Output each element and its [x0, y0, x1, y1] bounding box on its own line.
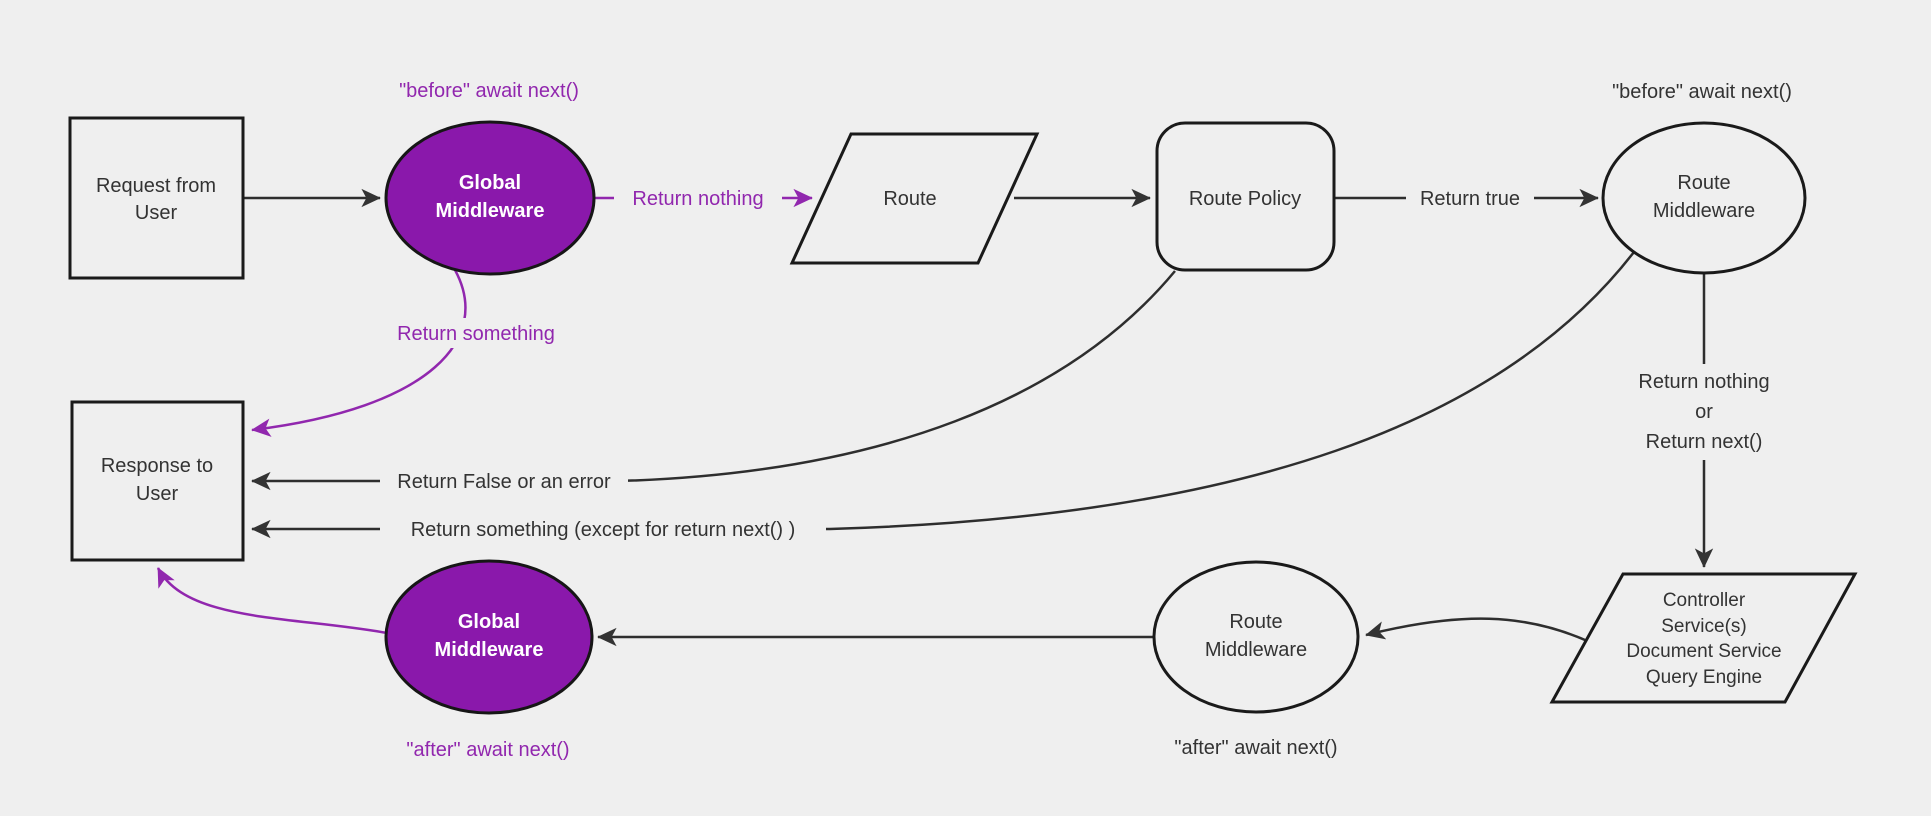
route-middleware-top-label-line2: Middleware — [1653, 200, 1755, 222]
node-route-middleware-top: Route Middleware — [1601, 121, 1807, 275]
label-before-await-next-top-left: "before" await next() — [399, 80, 579, 102]
route-shape — [789, 132, 1040, 265]
label-return-false-bg — [380, 466, 628, 496]
label-return-nothing-or-line2: or — [1695, 401, 1713, 423]
global-middleware-bottom-label-line2: Middleware — [435, 639, 544, 661]
edge-labels: "before" await next() Return nothing Ret… — [380, 80, 1794, 761]
global-middleware-top-label-line1: Global — [459, 172, 521, 194]
route-middleware-top-label-line1: Route — [1677, 172, 1730, 194]
route-label: Route — [883, 188, 936, 210]
label-return-nothing-or-bg — [1614, 364, 1794, 460]
node-global-middleware-top: Global Middleware — [384, 120, 596, 276]
controller-services-shape — [1549, 572, 1858, 704]
node-controller-services: Controller Service(s) Document Service Q… — [1549, 572, 1858, 704]
controller-services-label-line4: Query Engine — [1646, 667, 1762, 688]
controller-services-label-line2: Service(s) — [1661, 616, 1747, 637]
controller-services-label-line3: Document Service — [1626, 641, 1781, 662]
edge-global-middleware-bottom-to-response — [156, 567, 388, 635]
route-policy-shape — [1155, 121, 1336, 272]
label-return-nothing: Return nothing — [632, 188, 763, 210]
route-middleware-bottom-label-line1: Route — [1229, 611, 1282, 633]
label-return-false-or-error: Return False or an error — [397, 471, 611, 493]
edge-controller-to-route-middleware-bottom — [1365, 617, 1586, 642]
label-return-something-bg — [384, 318, 568, 348]
controller-services-label-line1: Controller — [1663, 590, 1746, 611]
label-return-nothing-or-line3: Return next() — [1646, 431, 1763, 453]
node-request-from-user: Request from User — [68, 116, 245, 280]
node-route-policy: Route Policy — [1155, 121, 1336, 272]
response-to-user-label-line2: User — [136, 483, 179, 505]
label-return-something-except: Return something (except for return next… — [411, 519, 796, 541]
label-after-await-next-bottom-right: "after" await next() — [1174, 737, 1337, 759]
global-middleware-bottom-label-line1: Global — [458, 611, 520, 633]
edge-route-policy-return-false-to-response — [251, 270, 1176, 491]
label-return-something: Return something — [397, 323, 555, 345]
node-global-middleware-bottom: Global Middleware — [384, 559, 594, 715]
route-middleware-bottom-label-line2: Middleware — [1205, 639, 1307, 661]
label-return-true: Return true — [1420, 188, 1520, 210]
route-middleware-bottom-shape — [1152, 560, 1360, 714]
request-from-user-label-line1: Request from — [96, 175, 216, 197]
response-to-user-shape — [70, 400, 245, 562]
global-middleware-top-shape — [384, 120, 596, 276]
label-after-await-next-bottom-left: "after" await next() — [406, 739, 569, 761]
label-return-something-except-bg — [380, 514, 826, 544]
route-middleware-top-shape — [1601, 121, 1807, 275]
label-return-nothing-bg — [614, 183, 782, 213]
edge-route-middleware-return-something-to-response — [251, 251, 1635, 539]
edge-global-middleware-return-something-to-response — [251, 269, 467, 437]
label-return-nothing-or-line1: Return nothing — [1638, 371, 1769, 393]
node-response-to-user: Response to User — [70, 400, 245, 562]
node-route-middleware-bottom: Route Middleware — [1152, 560, 1360, 714]
global-middleware-bottom-shape — [384, 559, 594, 715]
nodes: Request from User Global Middleware Rout… — [68, 116, 1858, 715]
label-before-await-next-top-right: "before" await next() — [1612, 81, 1792, 103]
global-middleware-top-label-line2: Middleware — [436, 200, 545, 222]
request-from-user-shape — [68, 116, 245, 280]
route-policy-label: Route Policy — [1189, 188, 1301, 210]
request-from-user-label-line2: User — [135, 202, 178, 224]
response-to-user-label-line1: Response to — [101, 455, 213, 477]
label-return-true-bg — [1406, 183, 1534, 213]
node-route: Route — [789, 132, 1040, 265]
